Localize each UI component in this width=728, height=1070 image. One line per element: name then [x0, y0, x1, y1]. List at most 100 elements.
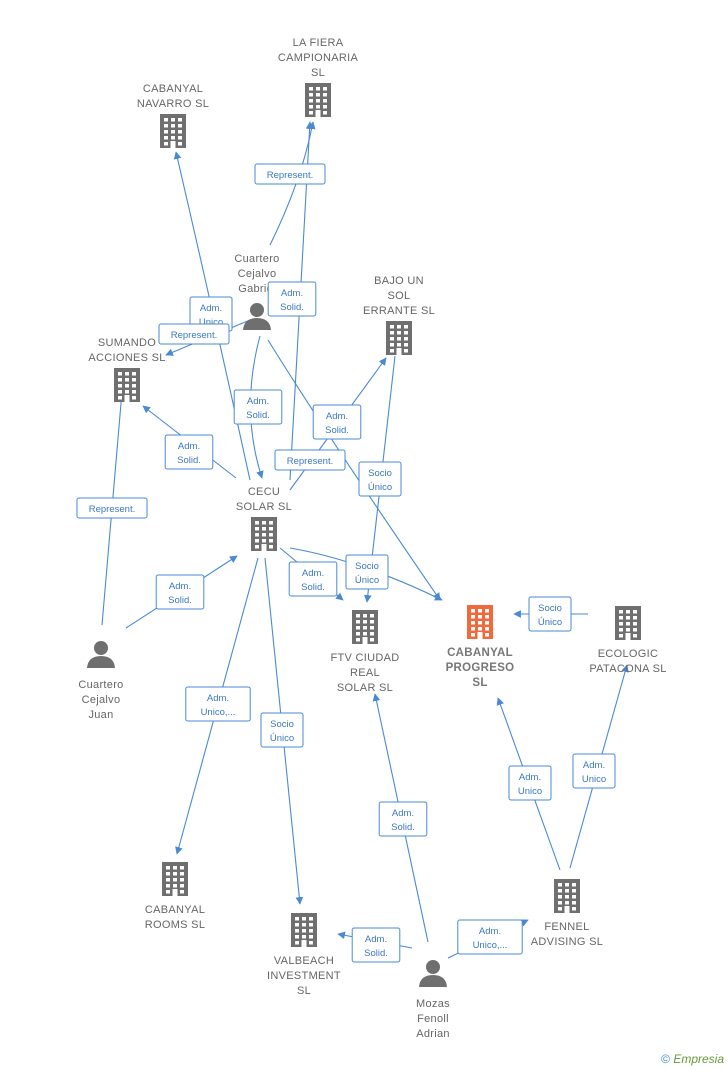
- building-icon[interactable]: [305, 83, 331, 117]
- building-icon[interactable]: [386, 321, 412, 355]
- person-icon[interactable]: [243, 303, 271, 330]
- edge-label-text: Adm.: [326, 411, 348, 422]
- edge-label-box: [164, 434, 214, 470]
- edge-label[interactable]: Represent.: [158, 323, 230, 345]
- edge-label-box: [351, 927, 401, 963]
- node-label: ECOLOGIC: [598, 648, 658, 660]
- edge-label[interactable]: Adm.Unico: [572, 753, 616, 789]
- edge-label[interactable]: Adm.Solid.: [267, 281, 317, 317]
- edge-label-text: Socio: [368, 468, 392, 479]
- edge-label[interactable]: Adm.Unico,...: [457, 919, 523, 955]
- edge-label-text: Solid.: [325, 425, 349, 436]
- node-label: Cejalvo: [238, 268, 277, 280]
- building-icon[interactable]: [554, 879, 580, 913]
- building-icon[interactable]: [291, 913, 317, 947]
- edge-label-box: [76, 497, 148, 519]
- edge-label-box: [155, 574, 205, 610]
- node-label: FENNEL: [544, 921, 589, 933]
- node-label: CABANYAL: [145, 904, 205, 916]
- edge-label-box: [528, 596, 572, 632]
- edge-label[interactable]: Adm.Solid.: [288, 561, 338, 597]
- edge-label-box: [358, 461, 402, 497]
- node-label: Fenoll: [417, 1013, 449, 1025]
- edge-label-text: Adm.: [169, 581, 191, 592]
- edge-label-text: Unico: [199, 317, 223, 328]
- node-label: SUMANDO: [98, 337, 156, 349]
- edge-label-text: Unico: [518, 786, 542, 797]
- node-label: BAJO UN: [374, 275, 424, 287]
- edge-label-text: Unico,...: [201, 707, 236, 718]
- edge-label[interactable]: Adm.Solid.: [155, 574, 205, 610]
- node-label: NAVARRO SL: [137, 98, 209, 110]
- edge-label[interactable]: Adm. Unico,...: [185, 686, 251, 722]
- edge-label[interactable]: Represent.: [254, 163, 326, 185]
- node-label: Gabriel: [238, 283, 276, 295]
- edge-label-text: Represent.: [89, 504, 135, 515]
- node-label: Adrian: [416, 1028, 450, 1040]
- edge-label-box: [158, 323, 230, 345]
- node-label: Mozas: [416, 998, 450, 1010]
- edge-label-box: [378, 801, 428, 837]
- edge-label-text: Represent.: [267, 170, 313, 181]
- edge-label-text: Adm.: [519, 772, 541, 783]
- node-label: Cejalvo: [82, 694, 121, 706]
- edge-label[interactable]: Adm.Solid.: [164, 434, 214, 470]
- edge-label-text: Solid.: [364, 948, 388, 959]
- edge-label-text: Adm.: [583, 760, 605, 771]
- node-label: SOLAR SL: [236, 501, 292, 513]
- node-label: SL: [472, 677, 487, 689]
- edge-label-text: Solid.: [391, 822, 415, 833]
- building-icon[interactable]: [114, 368, 140, 402]
- building-icon[interactable]: [162, 862, 188, 896]
- edge-label-text: Adm.: [281, 288, 303, 299]
- edge-label[interactable]: Represent.: [274, 449, 346, 471]
- edge-label-box: [457, 919, 523, 955]
- edge-label[interactable]: Adm. Unico: [508, 765, 552, 801]
- building-icon[interactable]: [160, 114, 186, 148]
- node-fennel[interactable]: FENNEL ADVISING SL: [531, 879, 603, 948]
- edge-label-text: Solid.: [246, 410, 270, 421]
- node-label: SOLAR SL: [337, 682, 393, 694]
- edge-label-box: [274, 449, 346, 471]
- node-cabanyal_navarro[interactable]: CABANYAL NAVARRO SL: [137, 83, 209, 148]
- edge-label[interactable]: Adm.Solid.: [233, 389, 283, 425]
- node-label: CABANYAL: [447, 647, 513, 659]
- node-label: CABANYAL: [143, 83, 203, 95]
- edge-label-text: Adm.: [207, 693, 229, 704]
- edge-label-box: [572, 753, 616, 789]
- person-icon[interactable]: [419, 960, 447, 987]
- person-icon[interactable]: [87, 641, 115, 668]
- node-label: ERRANTE SL: [363, 305, 435, 317]
- edge-label[interactable]: Adm.Solid.: [378, 801, 428, 837]
- node-label: REAL: [350, 667, 380, 679]
- edge-label[interactable]: Adm. Solid.: [312, 404, 362, 440]
- edge-label-text: Socio: [538, 603, 562, 614]
- node-label: ADVISING SL: [531, 936, 603, 948]
- building-icon[interactable]: [251, 517, 277, 551]
- edge-label[interactable]: Adm. Solid.: [351, 927, 401, 963]
- building-icon-highlighted[interactable]: [467, 605, 493, 639]
- edge-label-text: Único: [355, 575, 379, 586]
- edge-label-text: Adm.: [365, 934, 387, 945]
- brand-logo[interactable]: Empresia: [673, 1052, 724, 1066]
- building-icon[interactable]: [615, 606, 641, 640]
- edge-label[interactable]: Represent.: [76, 497, 148, 519]
- building-icon[interactable]: [352, 610, 378, 644]
- copyright-symbol: ©: [661, 1052, 670, 1066]
